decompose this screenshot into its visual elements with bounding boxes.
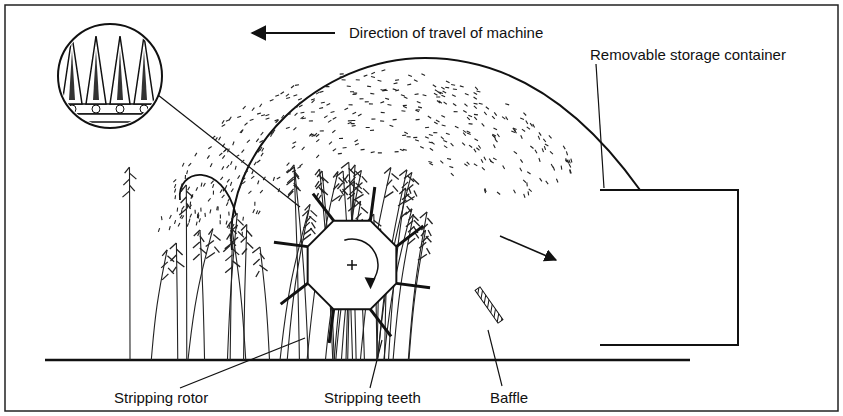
- direction-label: Direction of travel of machine: [347, 24, 545, 42]
- travel-arrow: [252, 32, 335, 34]
- baffle: [475, 287, 503, 323]
- crop-plants: [122, 162, 432, 360]
- part-label: Stripping rotor: [112, 389, 210, 407]
- grain-stream: [158, 70, 572, 240]
- part-label: Stripping teeth: [322, 389, 423, 407]
- hood: [231, 58, 640, 250]
- part-label: Removable storage container: [588, 46, 788, 64]
- storage-container: [600, 190, 738, 345]
- ground-line: [45, 359, 690, 362]
- leader-line: [180, 338, 305, 388]
- flow-arrow: [500, 236, 556, 260]
- part-label: Baffle: [488, 389, 530, 407]
- leader-line: [488, 330, 502, 386]
- stripping-rotor: [274, 187, 430, 343]
- leader-line: [596, 64, 604, 188]
- tooth-inset: [50, 24, 300, 207]
- hood-lip: [180, 175, 236, 215]
- frame: [5, 5, 838, 411]
- leader-line: [370, 340, 382, 388]
